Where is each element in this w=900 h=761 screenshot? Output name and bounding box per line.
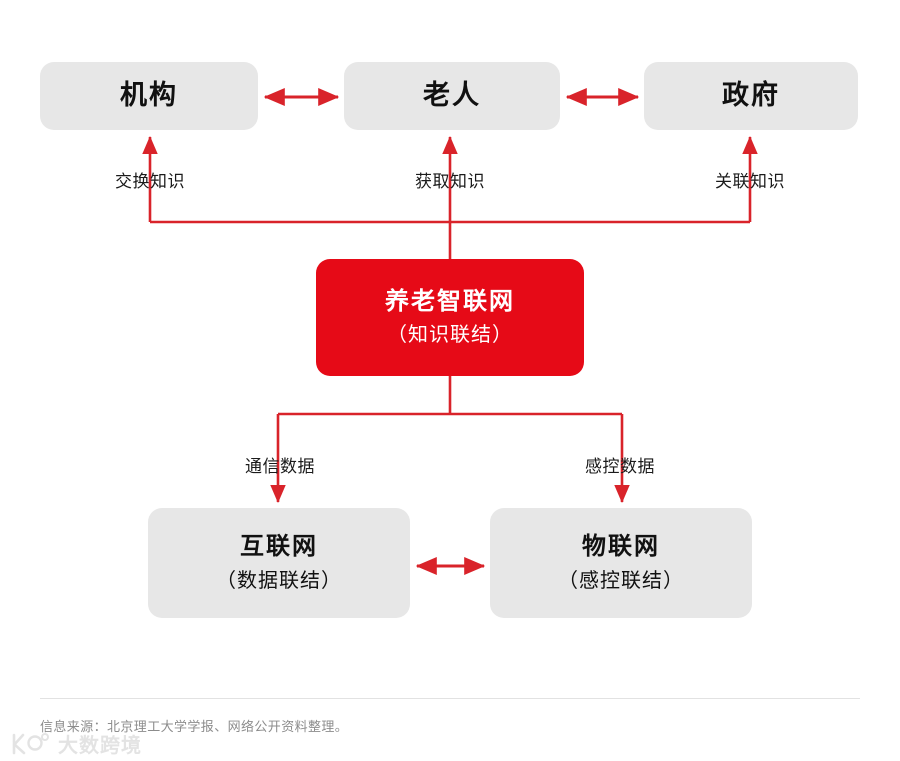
node-core-network-title: 养老智联网	[385, 288, 515, 315]
edge-label-communication-data: 通信数据	[245, 457, 315, 476]
edge-label-acquire-knowledge: 获取知识	[415, 172, 485, 191]
node-internet-title: 互联网	[240, 533, 318, 560]
edge-label-relate-knowledge: 关联知识	[715, 172, 785, 191]
node-core-network-subtitle: （知识联结）	[387, 324, 513, 346]
logo-icon	[8, 732, 52, 756]
node-iot[interactable]: 物联网 （感控联结）	[490, 508, 752, 618]
connector-core-to-top	[142, 135, 758, 259]
node-iot-subtitle: （感控联结）	[558, 570, 684, 592]
watermark: 大数跨境	[8, 729, 142, 758]
footer-divider	[40, 698, 860, 699]
node-elder[interactable]: 老人	[344, 62, 560, 130]
node-internet-subtitle: （数据联结）	[216, 570, 342, 592]
edge-label-exchange-knowledge: 交换知识	[115, 172, 185, 191]
edge-label-sensing-data: 感控数据	[585, 457, 655, 476]
watermark-text: 大数跨境	[58, 735, 142, 757]
node-government[interactable]: 政府	[644, 62, 858, 130]
node-iot-title: 物联网	[582, 533, 660, 560]
source-note: 信息来源：北京理工大学学报、网络公开资料整理。	[40, 719, 349, 734]
node-elder-title: 老人	[423, 80, 481, 111]
node-government-title: 政府	[722, 80, 780, 111]
node-internet[interactable]: 互联网 （数据联结）	[148, 508, 410, 618]
connector-core-to-bottom	[270, 376, 630, 504]
node-organization[interactable]: 机构	[40, 62, 258, 130]
node-core-network[interactable]: 养老智联网 （知识联结）	[316, 259, 584, 376]
node-organization-title: 机构	[120, 80, 178, 111]
